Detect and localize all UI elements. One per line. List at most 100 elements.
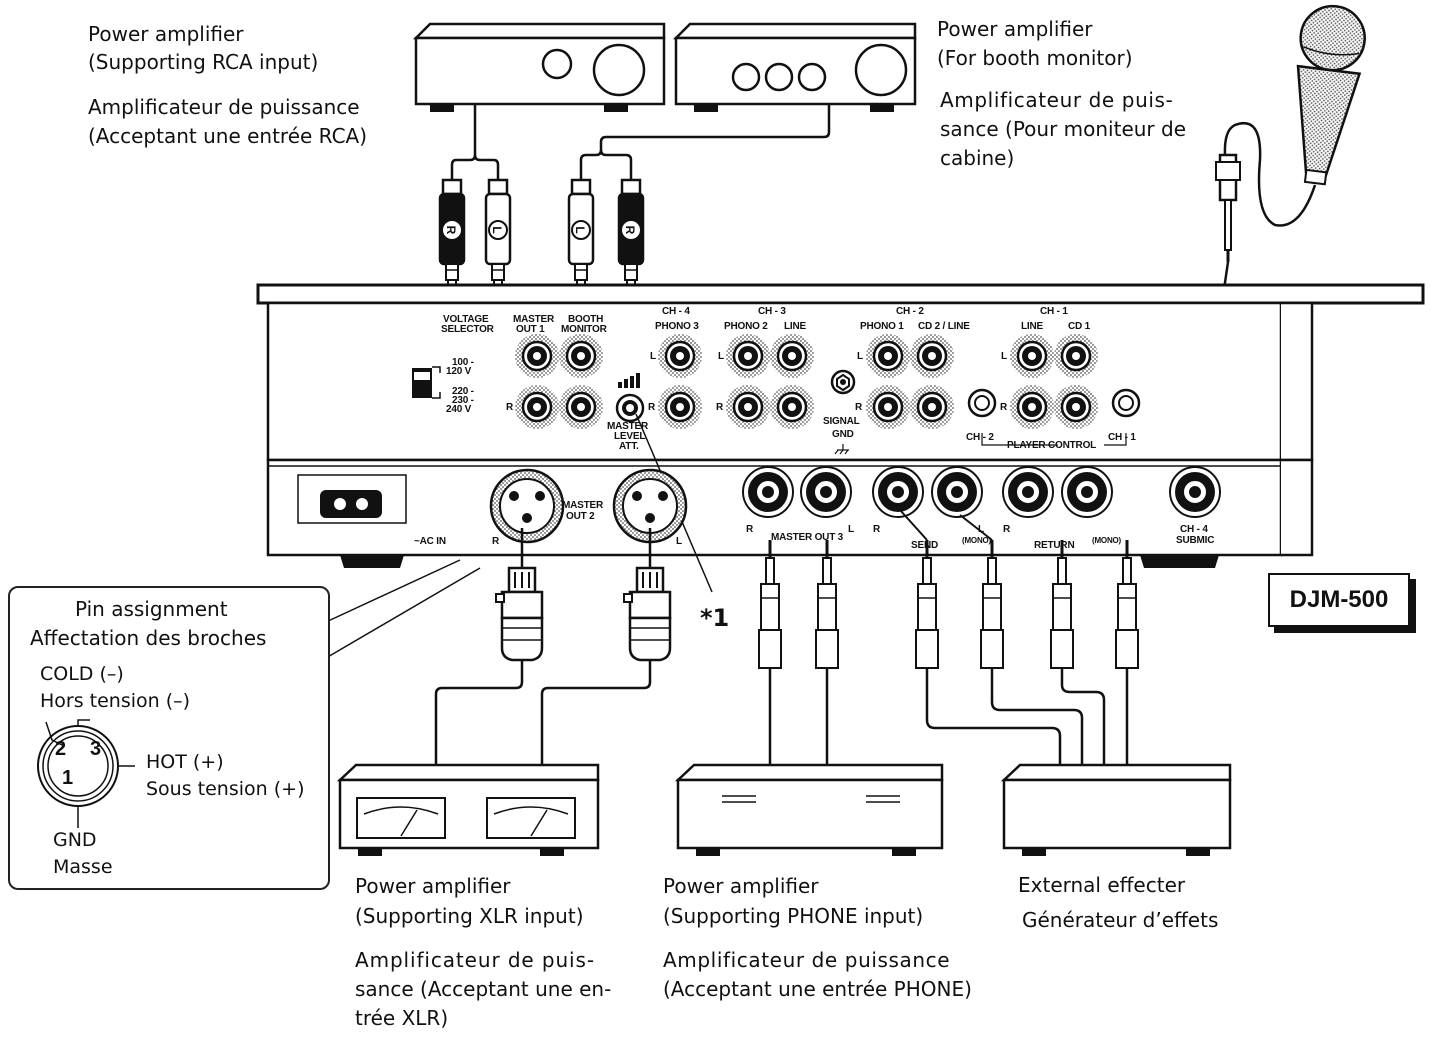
ac-inlet	[297, 474, 407, 524]
ch1-line-label: LINE	[1021, 321, 1043, 332]
amp-xlr-en-1: Power amplifier	[355, 874, 511, 898]
pin-gnd-fr: Masse	[53, 856, 113, 878]
phone-plug-send-l	[979, 538, 1005, 670]
player-control-label: PLAYER CONTROL	[1007, 440, 1097, 451]
amp-phone-fr-2: (Acceptant une entrée PHONE)	[663, 977, 972, 1001]
master-level-line2: LEVEL	[614, 431, 646, 442]
cd2-line-label: CD 2 / LINE	[918, 321, 970, 332]
model-badge: DJM-500	[1268, 573, 1410, 627]
player-control-ch2-jack[interactable]	[967, 388, 997, 418]
amp-rca-fr-2: (Acceptant une entrée RCA)	[88, 124, 368, 148]
return-mono-label: (MONO)	[1092, 536, 1122, 545]
voltage-selector-switch[interactable]	[412, 366, 441, 399]
ch4-submic-line2: SUBMIC	[1176, 535, 1215, 546]
master-out1-line1: MASTER	[513, 314, 555, 325]
xlr-cables	[434, 660, 652, 765]
voltage-220-line3: 240 V	[446, 404, 472, 415]
amp-xlr-en-2: (Supporting XLR input)	[355, 904, 584, 928]
rca-plug-r1	[438, 178, 466, 304]
level-bars-icon	[618, 373, 640, 388]
send-r-label: R	[873, 524, 881, 535]
amp-booth-en-2: (For booth monitor)	[937, 46, 1133, 70]
ch3-l-label: L	[718, 351, 724, 362]
jack-ch3-line-r	[768, 383, 816, 431]
amp-rca-en-2: (Supporting RCA input)	[88, 50, 319, 74]
jack-send-r	[872, 466, 924, 518]
master-out-r-label: R	[506, 402, 514, 413]
amp-rca-fr-1: Amplificateur de puissance	[88, 95, 360, 119]
amp-booth-fr-2: sance (Pour moniteur de	[940, 117, 1187, 141]
signal-gnd-line1: SIGNAL	[823, 416, 860, 427]
signal-gnd-terminal[interactable]	[830, 369, 856, 395]
xlr-jack-l	[612, 468, 688, 544]
jack-send-l	[931, 466, 983, 518]
send-l-label: L	[978, 524, 984, 535]
jack-master-out3-l	[800, 466, 852, 518]
ch4-label: CH - 4	[662, 306, 690, 317]
signal-gnd-line2: GND	[832, 429, 854, 440]
amp-booth-fr-1: Amplificateur de puis-	[940, 88, 1174, 112]
phone-plug-send-r	[914, 538, 940, 670]
power-amplifier-rca	[412, 22, 666, 112]
send-label: SEND	[911, 540, 938, 551]
master-out1-line2: OUT 1	[516, 324, 545, 335]
phone-plug-return-r	[1049, 538, 1075, 670]
jack-ch4-phono3-l	[656, 332, 704, 380]
ch2-r-label: R	[855, 402, 863, 413]
send-mono-label: (MONO)	[962, 536, 992, 545]
jack-ch1-line-r	[1008, 383, 1056, 431]
amp-rca-en-1: Power amplifier	[88, 22, 244, 46]
amp-booth-fr-3: cabine)	[940, 146, 1015, 170]
xlr-plug-l	[622, 566, 672, 662]
pin-hot-fr: Sous tension (+)	[146, 778, 305, 800]
xlr-plug-r	[494, 566, 544, 662]
booth-monitor-line2: MONITOR	[561, 324, 607, 335]
plug-letter-r2: R	[623, 226, 637, 235]
jack-ch1-line-l	[1008, 332, 1056, 380]
pin-gnd-en: GND	[53, 829, 97, 851]
rca-plug-l1	[484, 178, 512, 304]
footnote-marker: *1	[700, 604, 730, 632]
jack-ch2-cd2-r	[908, 383, 956, 431]
pin-hot-en: HOT (+)	[146, 751, 224, 773]
voltage-100-line1: 100 -	[452, 357, 474, 368]
phono1-label: PHONO 1	[860, 321, 904, 332]
effecter-fr: Générateur d’effets	[1022, 908, 1219, 932]
return-r-label: R	[1003, 524, 1011, 535]
jack-return-l	[1061, 466, 1113, 518]
player-control-ch1-label: CH - 1	[1108, 432, 1136, 443]
master-level-line1: MASTER	[607, 421, 649, 432]
player-control-ch1-jack[interactable]	[1111, 388, 1141, 418]
phone-plug-master-out3-r	[757, 538, 783, 670]
ch2-l-label: L	[857, 351, 863, 362]
xlr-pin-diagram	[37, 719, 135, 828]
ch4-r-label: R	[648, 402, 656, 413]
jack-master-out1-l	[513, 332, 561, 380]
djm-unit	[256, 283, 1425, 568]
phone-plug-return-l	[1114, 538, 1140, 670]
jack-ch2-phono1-l	[864, 332, 912, 380]
jack-ch3-phono2-l	[724, 332, 772, 380]
phono3-label: PHONO 3	[655, 321, 699, 332]
booth-monitor-line1: BOOTH	[568, 314, 604, 325]
ac-in-label: ~AC IN	[414, 536, 446, 547]
return-label: RETURN	[1034, 540, 1075, 551]
jack-ch4-submic	[1169, 466, 1221, 518]
master-out3-r-label: R	[746, 524, 754, 535]
voltage-220-line1: 220 -	[452, 386, 474, 397]
jack-ch1-cd1-l	[1052, 332, 1100, 380]
effecter-en: External effecter	[1018, 873, 1186, 897]
phone-cables	[768, 668, 1129, 765]
jack-ch1-cd1-r	[1052, 383, 1100, 431]
master-level-att-control[interactable]	[615, 393, 645, 423]
amp-xlr-fr-2: sance (Acceptant une en-	[355, 977, 612, 1001]
pin-title-fr: Affectation des broches	[30, 626, 267, 650]
voltage-100-line2: 120 V	[446, 366, 472, 377]
ch2-label: CH - 2	[896, 306, 924, 317]
external-effecter	[1000, 763, 1232, 856]
rca-plug-r2	[617, 178, 645, 304]
amp-phone-fr-1: Amplificateur de puissance	[663, 948, 951, 972]
pin-title-en: Pin assignment	[75, 597, 228, 621]
pin-1: 1	[62, 767, 73, 789]
amp-phone-en-1: Power amplifier	[663, 874, 819, 898]
